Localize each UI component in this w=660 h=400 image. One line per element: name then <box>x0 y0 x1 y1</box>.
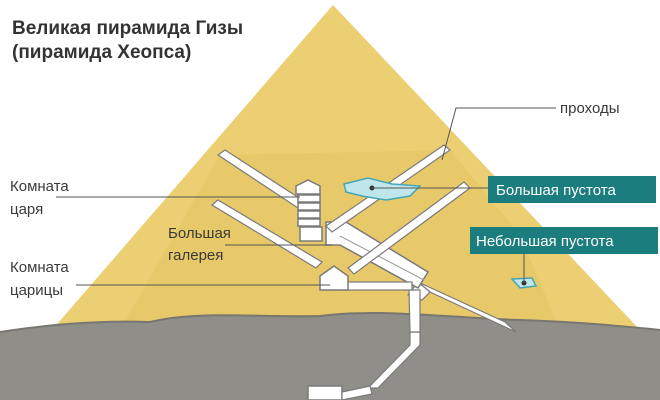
leader-lines <box>56 107 556 286</box>
grand-gallery-floor-line <box>339 235 425 281</box>
big-void-label: Большая пустота <box>496 182 616 199</box>
small-void-label-box <box>470 227 658 254</box>
subterranean-chamber <box>307 385 343 400</box>
queens-passage <box>339 281 413 291</box>
small-void-label: Небольшая пустота <box>476 233 614 250</box>
queens-chamber-label-line1: Комната <box>10 259 69 276</box>
kings-chamber-label-line1: Комната <box>10 178 69 195</box>
kings-chamber-label-line2: царя <box>10 201 43 218</box>
passages-label: проходы <box>560 100 620 117</box>
grand-gallery-label-line2: галерея <box>168 247 223 264</box>
big-void <box>343 177 422 201</box>
grand-gallery-label-line1: Большая <box>168 225 231 242</box>
subterranean-passage <box>341 385 373 400</box>
diagram-title-line2: (пирамида Хеопса) <box>12 42 191 63</box>
queens-shaft-north <box>210 199 323 269</box>
queens-chamber-label-line2: царицы <box>10 282 63 299</box>
kings-chamber <box>295 179 323 242</box>
ground-edge <box>0 311 660 333</box>
vertical-shaft <box>408 289 421 333</box>
diagram-title-line1: Великая пирамида Гизы <box>12 18 243 39</box>
big-void-label-box <box>488 176 656 203</box>
ground <box>0 312 660 400</box>
queens-chamber <box>319 265 349 291</box>
